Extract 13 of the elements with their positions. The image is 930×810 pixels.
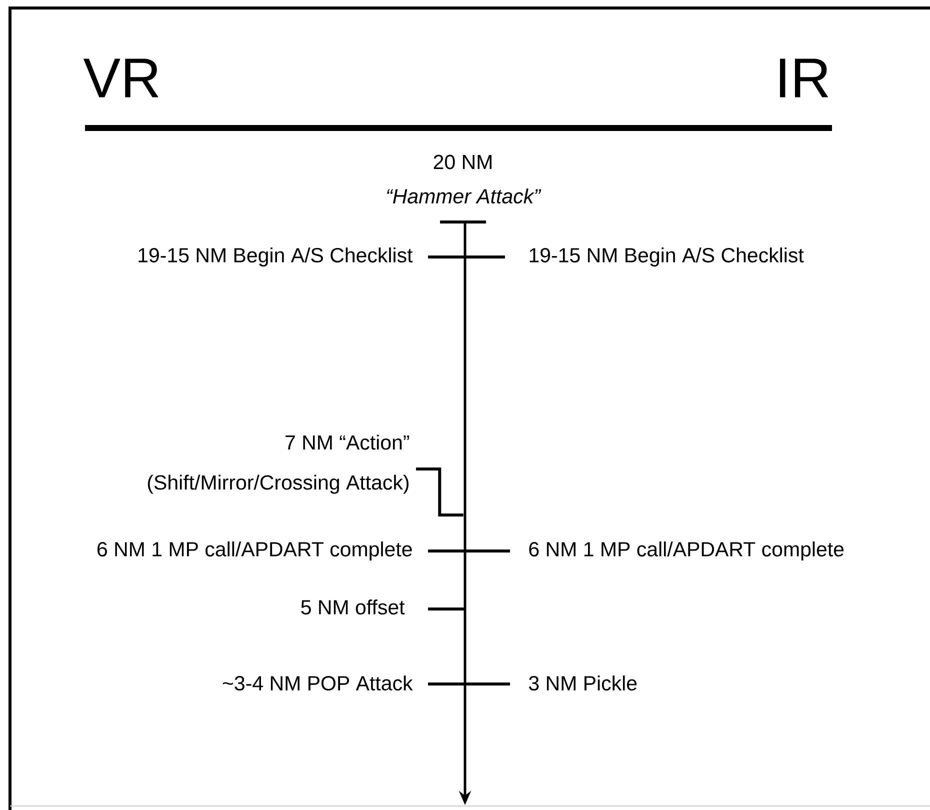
column-heading: VR <box>83 58 158 98</box>
distance-label: ~3-4 NM POP Attack <box>222 675 413 691</box>
distance-label: 5 NM offset <box>301 599 405 615</box>
distance-label: 6 NM 1 MP call/APDART complete <box>98 541 412 561</box>
callout-text: 7 NM “Action” (Shift/Mirror/Crossing Attack) <box>148 434 410 494</box>
column-heading: IR <box>780 58 828 98</box>
distance-label: 19-15 NM Begin A/S Checklist <box>530 247 804 267</box>
distance-label: “Hammer Attack” <box>387 188 542 204</box>
distance-label: 19-15 NM Begin A/S Checklist <box>138 247 413 267</box>
distance-label: 20 NM <box>434 154 492 170</box>
leader-line <box>416 468 464 516</box>
distance-label: 6 NM 1 MP call/APDART complete <box>529 541 844 561</box>
distance-label: 3 NM Pickle <box>528 675 637 691</box>
